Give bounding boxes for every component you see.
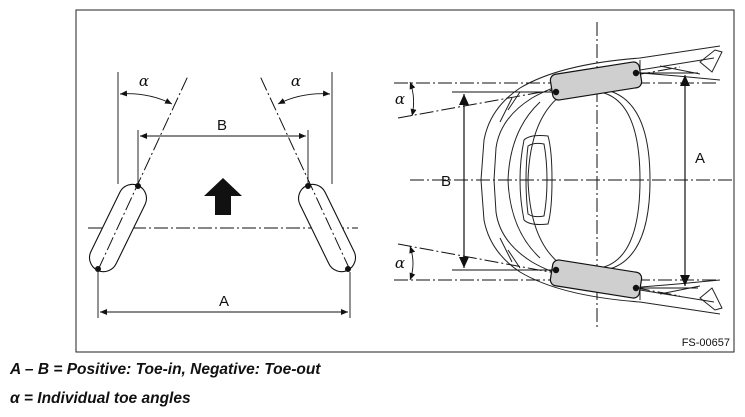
right-wheel-front-point [305,183,311,189]
dimension-a-label: A [219,293,229,310]
dimension-b-label-right: B [441,173,451,190]
left-alpha-label: α [139,72,149,90]
top-wheel-front-point [552,88,560,96]
figure-code: FS-00657 [682,337,730,349]
bottom-wheel-front-point [552,266,560,274]
caption-toe-definition: A – B = Positive: Toe-in, Negative: Toe-… [10,361,321,378]
bottom-alpha-label: α [395,254,405,272]
bottom-wheel-rear-point [632,284,640,292]
left-panel: α α α B A [88,72,358,318]
bottom-alpha-arc [409,245,416,281]
figure-frame [75,9,735,353]
left-wheel-rear-point [95,266,101,272]
forward-direction-arrow [204,178,242,215]
dimension-a-label-right: A [695,150,705,167]
dimension-b-label: B [217,117,227,134]
right-alpha-label-left-panel: α [291,72,301,90]
left-wheel-front-point [135,183,141,189]
top-alpha-arc [409,81,417,117]
top-alpha-label: α [395,90,405,108]
top-wheel [549,61,643,101]
bottom-wheel [549,259,643,299]
left-alpha-arc [119,90,173,105]
right-alpha-arc [277,90,331,105]
left-wheel-toe-line [97,75,189,271]
caption-alpha-definition: α = Individual toe angles [10,390,191,407]
top-wheel-rear-point [632,69,640,77]
right-panel: B A α α FS-00657 [394,22,732,349]
right-wheel-rear-point [345,266,351,272]
right-wheel-toe-line [259,75,351,271]
